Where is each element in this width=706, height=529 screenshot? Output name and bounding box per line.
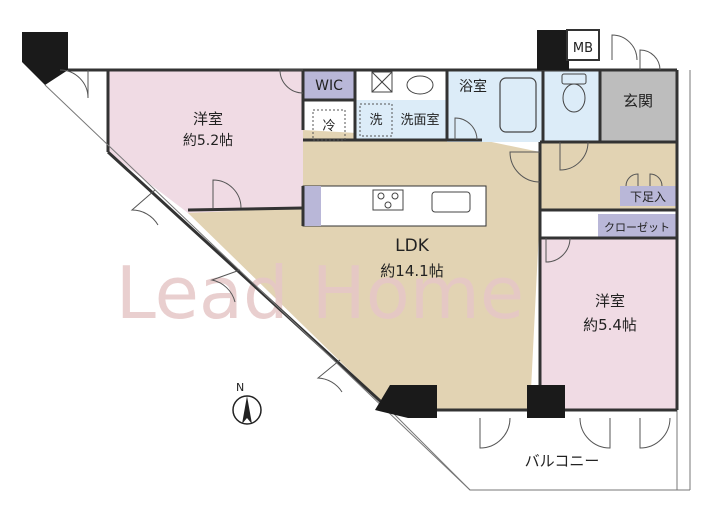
door-entrance xyxy=(639,49,661,71)
service-zone xyxy=(355,70,447,100)
door-washroom xyxy=(454,117,478,141)
balcony-area xyxy=(388,409,678,491)
structural-columns xyxy=(22,30,569,418)
door-balcony-2 xyxy=(579,417,611,449)
western-room-e-size: 約5.4帖 xyxy=(583,316,637,334)
door-balcony-1 xyxy=(479,417,511,449)
door-wic xyxy=(279,69,304,94)
refrigerator-space xyxy=(312,109,346,141)
door-nw-room-north xyxy=(59,69,89,99)
doors xyxy=(59,34,671,449)
door-diagonal-2 xyxy=(210,269,241,303)
western-room-nw-area xyxy=(108,70,303,213)
western-room-nw-label: 洋室 xyxy=(193,110,223,128)
exterior-outline xyxy=(44,70,691,491)
stove-icon xyxy=(372,189,404,211)
western-room-nw-size: 約5.2帖 xyxy=(183,133,233,149)
column-se xyxy=(527,385,565,418)
wic-label: WIC xyxy=(315,78,343,94)
door-nw-room-hall xyxy=(212,179,242,209)
shoe-storage-doors xyxy=(625,173,663,187)
door-toilet xyxy=(559,141,589,171)
ldk-size: 約14.1帖 xyxy=(380,262,443,280)
column-mb xyxy=(537,30,569,70)
sink-icon xyxy=(431,191,471,213)
door-diagonal-1 xyxy=(130,189,159,226)
door-balcony-3 xyxy=(639,417,671,449)
mb-label: MB xyxy=(573,41,593,56)
washer-space xyxy=(359,103,393,137)
door-e-room xyxy=(545,237,571,263)
bathroom-label: 浴室 xyxy=(459,78,487,95)
ldk-label: LDK xyxy=(395,236,430,256)
kitchen-counter-end xyxy=(303,186,321,226)
toilet-icon xyxy=(561,73,587,113)
washer-label: 洗 xyxy=(369,113,382,128)
entrance-label: 玄関 xyxy=(623,92,653,110)
compass-icon: N xyxy=(232,381,262,425)
western-room-e-area xyxy=(540,238,677,410)
western-room-e-label: 洋室 xyxy=(595,292,625,310)
compass-label: N xyxy=(236,381,244,394)
column-nw xyxy=(22,32,68,85)
washbasin-icon xyxy=(406,75,434,95)
bathroom-area xyxy=(447,70,543,142)
washroom-area xyxy=(355,100,447,140)
refrigerator-label: 冷 xyxy=(322,119,335,134)
shoe-storage-label: 下足入 xyxy=(630,190,666,204)
duct-icon xyxy=(371,71,393,93)
toilet-area xyxy=(543,70,600,142)
door-ldk-hall xyxy=(509,151,541,183)
watermark: Lead Home xyxy=(116,251,524,335)
closet-area xyxy=(598,214,677,238)
balcony-label: バルコニー xyxy=(525,452,600,470)
wic-area xyxy=(303,70,355,100)
door-diagonal-3 xyxy=(316,359,343,393)
bathtub-icon xyxy=(499,77,537,133)
walls xyxy=(68,68,679,412)
shoe-storage-area xyxy=(620,186,677,206)
entrance-area xyxy=(600,70,677,142)
mb-box xyxy=(566,29,600,61)
door-mb xyxy=(611,34,638,61)
closet-label: クローゼット xyxy=(604,221,670,234)
washroom-label: 洗面室 xyxy=(400,112,439,128)
column-south xyxy=(375,385,437,418)
